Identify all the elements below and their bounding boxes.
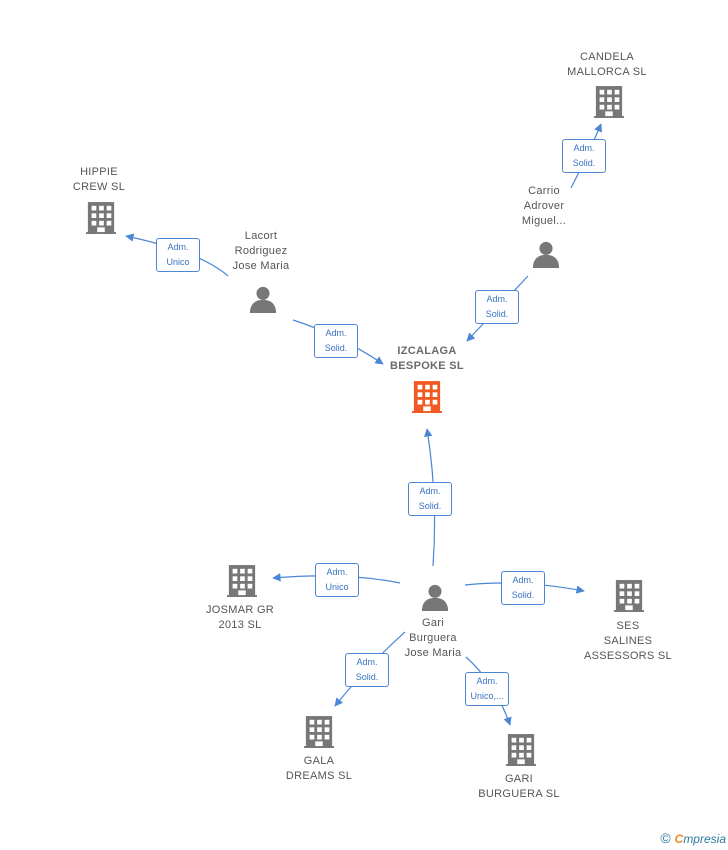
node-label-izcalaga[interactable]: IZCALAGA BESPOKE SL [390, 345, 464, 372]
edge-label-gari-to-ses[interactable]: Adm. Solid. [501, 571, 545, 605]
edge-label-lacort-to-izcalaga[interactable]: Adm. Solid. [314, 324, 358, 358]
empresia-logo: ©Cmpresia [660, 830, 726, 846]
brand-first-letter: C [674, 832, 684, 846]
edge-label-gari-to-josmar[interactable]: Adm. Unico [315, 563, 359, 597]
company-building-icon[interactable] [227, 565, 257, 597]
node-label-lacort[interactable]: Lacort Rodriguez Jose Maria [232, 230, 290, 272]
company-building-icon[interactable] [594, 86, 624, 118]
node-label-gari[interactable]: Gari Burguera Jose Maria [404, 617, 462, 659]
company-building-icon[interactable] [614, 580, 644, 612]
company-building-icon[interactable] [506, 734, 536, 766]
edge-label-gari-to-izcalaga[interactable]: Adm. Solid. [408, 482, 452, 516]
edge-label-gari-to-gari_sl[interactable]: Adm. Unico,... [465, 672, 509, 706]
edge-label-gari-to-gala[interactable]: Adm. Solid. [345, 653, 389, 687]
node-label-ses[interactable]: SES SALINES ASSESSORS SL [584, 620, 672, 662]
edge-label-carrio-to-candela[interactable]: Adm. Solid. [562, 139, 606, 173]
node-label-candela[interactable]: CANDELA MALLORCA SL [567, 51, 647, 78]
person-icon[interactable] [249, 286, 277, 313]
node-label-josmar[interactable]: JOSMAR GR 2013 SL [205, 604, 275, 631]
person-icon[interactable] [421, 584, 449, 611]
person-icon[interactable] [532, 241, 560, 268]
node-label-carrio[interactable]: Carrio Adrover Miguel... [521, 185, 567, 227]
central-company-building-icon[interactable] [412, 381, 442, 413]
node-label-gari_sl[interactable]: GARI BURGUERA SL [478, 773, 560, 800]
company-building-icon[interactable] [86, 202, 116, 234]
node-label-hippie[interactable]: HIPPIE CREW SL [72, 166, 126, 193]
edge-label-lacort-to-hippie[interactable]: Adm. Unico [156, 238, 200, 272]
node-label-gala[interactable]: GALA DREAMS SL [285, 755, 353, 782]
brand-name-rest: mpresia [683, 832, 726, 846]
edge-label-carrio-to-izcalaga[interactable]: Adm. Solid. [475, 290, 519, 324]
company-building-icon[interactable] [304, 716, 334, 748]
copyright-symbol: © [660, 830, 671, 846]
